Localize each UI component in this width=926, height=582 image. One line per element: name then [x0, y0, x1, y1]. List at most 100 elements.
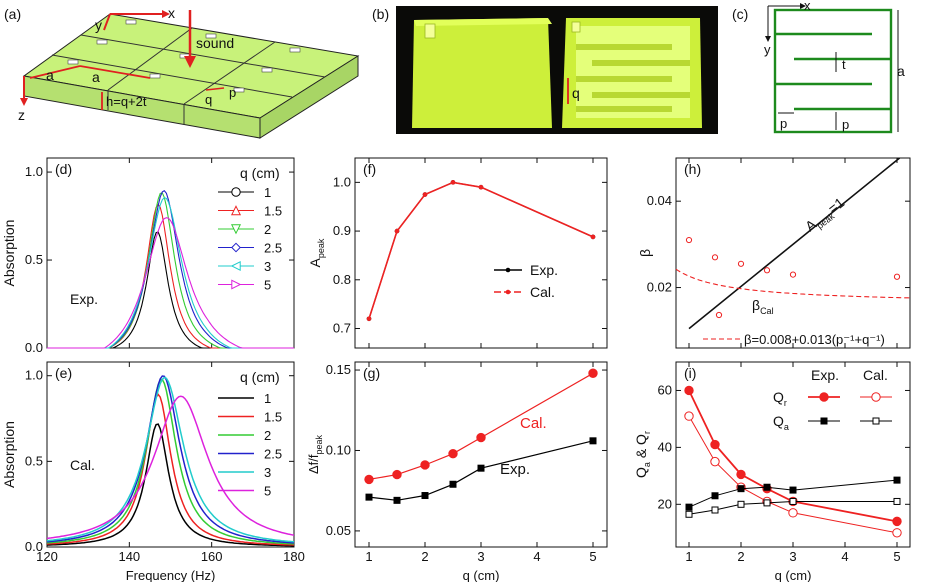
y-tick-label: 1.0 — [25, 368, 43, 383]
dim-a-arrow-1 — [29, 65, 81, 79]
panel-letter: (h) — [684, 161, 701, 177]
legend-label-Cal.: Cal. — [530, 284, 555, 300]
legend-marker-Qa Exp. — [820, 417, 828, 425]
x-tick-label: 1 — [685, 549, 692, 564]
series-point-Qr Cal. — [684, 411, 694, 421]
legend-label-2: 2 — [264, 428, 271, 443]
series-label-cal: Cal. — [520, 415, 547, 432]
x-axis-label: q (cm) — [463, 568, 500, 582]
series-point-Cal. — [450, 180, 456, 185]
axis-x-label: x — [168, 5, 175, 21]
grid-line — [80, 34, 326, 78]
legend-label-3: 3 — [264, 259, 271, 274]
series-point-Qa Cal. — [685, 510, 693, 518]
exp-annotation: Exp. — [70, 291, 98, 307]
legend-label-2: 2 — [264, 222, 271, 237]
slot-openings — [67, 19, 301, 93]
series-point-Cal. — [392, 469, 402, 480]
x-tick-label: 160 — [201, 549, 223, 564]
x-tick-label: 1 — [365, 549, 372, 564]
legend-marker-Qr Exp. — [819, 392, 829, 402]
series-line-1.5 — [47, 203, 294, 349]
cell-walls — [775, 32, 891, 111]
series-point-Cal. — [422, 192, 428, 197]
legend-marker-Cal. — [505, 289, 511, 295]
dim-a-label-2: a — [92, 69, 100, 85]
cell-outline — [773, 8, 893, 134]
series-point-Exp. — [421, 492, 429, 500]
series-point-Qa Cal. — [737, 500, 745, 508]
grid-line — [107, 27, 193, 91]
series-line-Qr Cal. — [688, 415, 898, 534]
beta-fit-curve — [675, 268, 911, 299]
y-tick-label: 1.0 — [333, 174, 351, 189]
legend-title: q (cm) — [240, 165, 280, 181]
y-axis-label-sub-a: a — [642, 462, 652, 467]
slab-side-face — [259, 55, 359, 139]
legend-head-exp: Exp. — [811, 367, 839, 383]
series-point-Cal. — [476, 432, 486, 443]
series-point-Qa Exp. — [685, 503, 693, 511]
y-axis-label: β — [637, 249, 653, 257]
dim-q-label: q — [205, 92, 212, 107]
series-point-Qa Cal. — [763, 499, 771, 507]
series-line-Qr Exp. — [688, 390, 898, 523]
axis-y-arrow — [103, 13, 111, 31]
y-axis-label-sub: peak — [314, 434, 324, 454]
y-tick-label: 0.5 — [25, 252, 43, 267]
series-point-Cal. — [394, 228, 400, 234]
series-point-Exp. — [365, 493, 373, 501]
series-line-2 — [46, 378, 295, 545]
y-tick-label: 0.0 — [25, 539, 43, 554]
dim-a-arrow-2 — [79, 65, 151, 79]
series-point-Qr Exp. — [892, 516, 902, 527]
plot-frame — [354, 361, 608, 548]
legend-label-beta-fit: β=0.008+0.013(p⁻¹+q⁻¹) — [744, 332, 885, 347]
x-tick-label: 5 — [893, 549, 900, 564]
dim-a-label-1: a — [46, 67, 54, 83]
y-tick-label: 0.9 — [333, 223, 351, 238]
series-point-Cal. — [366, 316, 372, 322]
legend-label-2.5: 2.5 — [264, 241, 282, 256]
series-line-Exp. — [368, 181, 594, 319]
series-point-Exp. — [393, 496, 401, 504]
y-axis-label: Absorption — [1, 421, 17, 488]
chart-panel-h: 0.020.04(h)βApeak=1βCalβ=0.008+0.013(p⁻¹… — [637, 157, 911, 349]
x-tick-label: 5 — [589, 549, 596, 564]
axis-x-arrowhead — [162, 10, 170, 18]
legend-marker-3 — [230, 260, 241, 272]
x-tick-label: 4 — [841, 549, 848, 564]
legend-label-5: 5 — [264, 278, 271, 293]
panel-c-topview: (c) x y a t p p — [732, 0, 905, 134]
axis-z-label: z — [18, 107, 25, 123]
series-line-5 — [47, 217, 294, 349]
series-point-Qr Cal. — [788, 508, 798, 518]
x-tick-label: 120 — [36, 549, 58, 564]
dim-h-label: h=q+2t — [106, 94, 147, 109]
panel-a-letter: (a) — [4, 6, 21, 22]
panel-letter: (e) — [55, 365, 72, 381]
apeak-line-label: Apeak=1 — [802, 194, 849, 237]
y-axis-label-sub: peak — [316, 238, 326, 258]
series-point-Cal. — [364, 474, 374, 485]
series-point-Qr Exp. — [736, 469, 746, 480]
legend-marker-beta-cal — [715, 311, 723, 319]
y-tick-label: 0.02 — [647, 280, 672, 295]
sound-arrowhead — [184, 56, 196, 68]
series-line-2.5 — [46, 375, 295, 544]
x-tick-label: 3 — [789, 549, 796, 564]
x-tick-label: 2 — [737, 549, 744, 564]
series-point-Qa Cal. — [893, 497, 901, 505]
series-point-Qa Cal. — [789, 497, 797, 505]
legend-label-1.5: 1.5 — [264, 204, 282, 219]
series-point-Cal. — [588, 368, 598, 378]
legend-row-qr: Qr — [773, 389, 787, 408]
legend-label-beta-cal-sub: Cal — [760, 306, 774, 316]
grid-line — [183, 41, 276, 105]
legend-marker-1 — [231, 187, 241, 197]
axis-z-arrowhead — [20, 98, 28, 106]
y-tick-label: 0.8 — [333, 272, 351, 287]
series-point-Qr Cal. — [710, 456, 720, 467]
